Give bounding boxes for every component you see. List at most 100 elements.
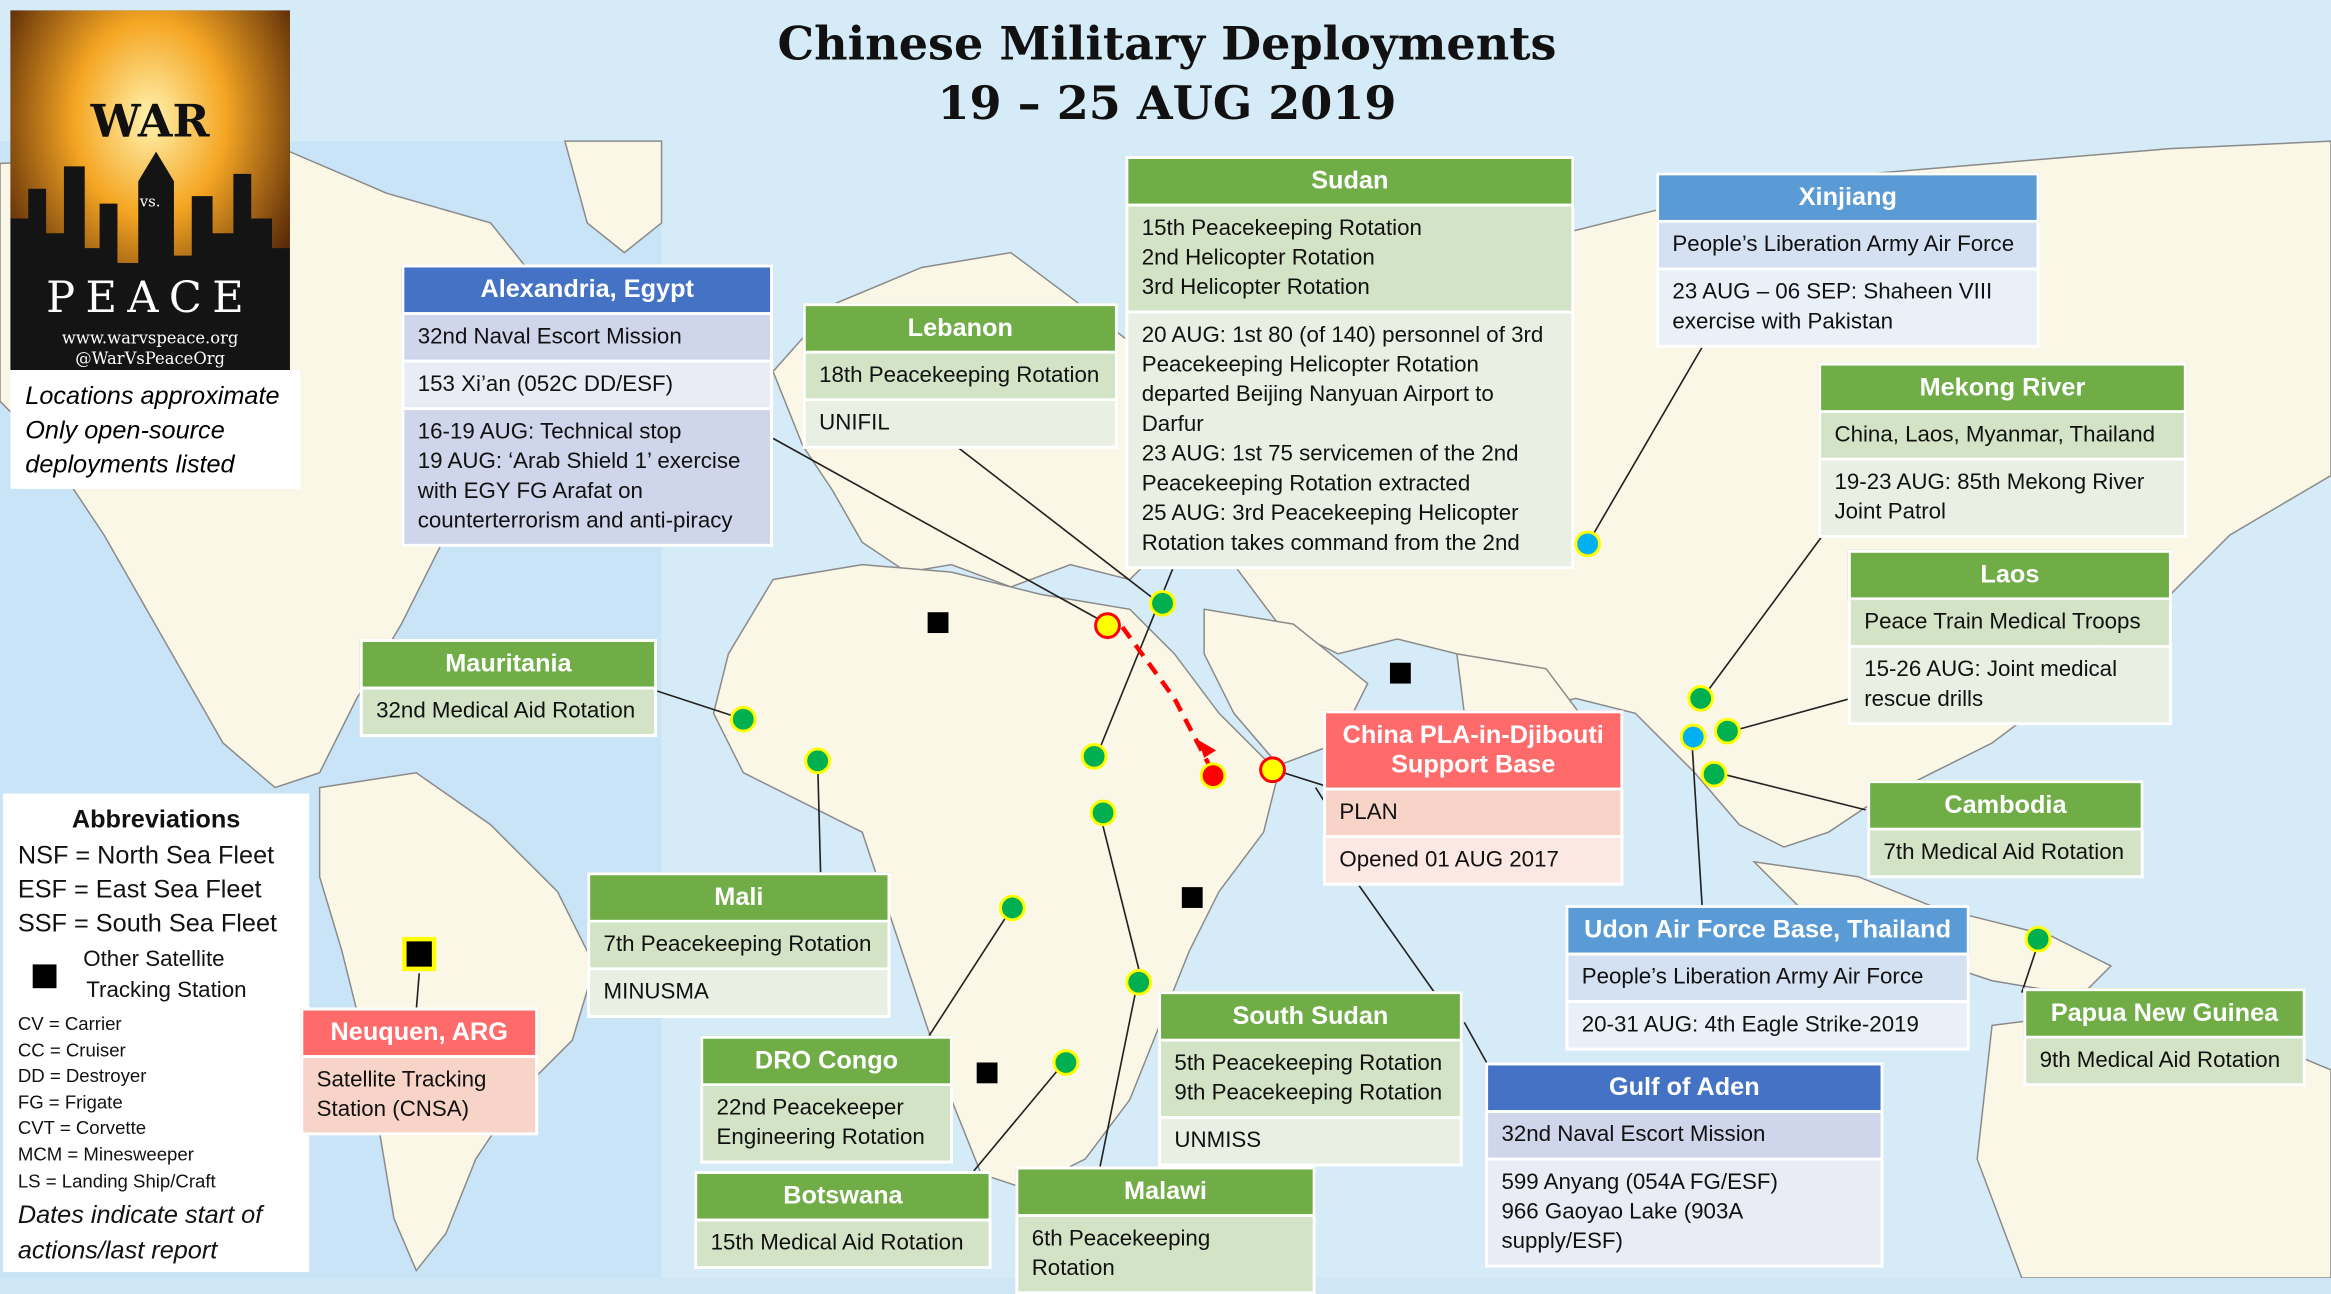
callout-title: Lebanon <box>802 303 1118 354</box>
abbr-cc: CC = Cruiser <box>17 1039 126 1061</box>
callout-row: 15th Peacekeeping Rotation 2nd Helicopte… <box>1125 206 1575 314</box>
callout-row: 23 AUG – 06 SEP: Shaheen VIII exercise w… <box>1656 270 2040 348</box>
callout-row: 32nd Medical Aid Rotation <box>359 689 658 738</box>
callout-row: China, Laos, Myanmar, Thailand <box>1818 413 2187 461</box>
callout-line: 19-23 AUG: 85th Mekong River <box>1834 469 2145 495</box>
marker-mekong <box>1687 685 1715 712</box>
callout-line: departed Beijing Nanyuan Airport to <box>1141 381 1494 408</box>
callout-south-sudan: South Sudan 5th Peacekeeping Rotation 9t… <box>1158 991 1463 1167</box>
callout-djibouti-base: China PLA-in-Djibouti Support Base PLAN … <box>1323 710 1624 886</box>
callout-xinjiang: Xinjiang People’s Liberation Army Air Fo… <box>1656 172 2040 348</box>
callout-title: Mauritania <box>359 638 658 690</box>
callout-papua-new-guinea: Papua New Guinea 9th Medical Aid Rotatio… <box>2023 988 2306 1087</box>
callout-row: 19-23 AUG: 85th Mekong River Joint Patro… <box>1818 460 2187 538</box>
callout-neuquen-arg: Neuquen, ARG Satellite Tracking Station … <box>300 1007 539 1136</box>
callout-laos: Laos Peace Train Medical Troops 15-26 AU… <box>1847 549 2172 726</box>
marker-lebanon <box>1149 589 1176 617</box>
callout-row: 9th Medical Aid Rotation <box>2023 1038 2306 1087</box>
abbreviations-legend: Abbreviations NSF = North Sea Fleet ESF … <box>2 793 310 1273</box>
callout-sudan: Sudan 15th Peacekeeping Rotation 2nd Hel… <box>1125 156 1575 570</box>
callout-row: 20 AUG: 1st 80 (of 140) personnel of 3rd… <box>1125 313 1575 570</box>
abbr-cv: CV = Carrier <box>17 1013 122 1035</box>
abbr-dates-1: Dates indicate start of <box>17 1200 263 1230</box>
callout-line: Station (CNSA) <box>316 1096 470 1122</box>
callout-line: 16-19 AUG: Technical stop <box>417 419 682 445</box>
marker-sudan <box>1080 742 1108 770</box>
marker-botswana <box>1052 1049 1080 1076</box>
callout-row: UNIFIL <box>802 401 1118 449</box>
abbr-dd: DD = Destroyer <box>17 1065 147 1087</box>
callout-title: Xinjiang <box>1656 172 2040 223</box>
callout-row: Opened 01 AUG 2017 <box>1323 838 1624 886</box>
callout-row: 5th Peacekeeping Rotation 9th Peacekeepi… <box>1158 1041 1463 1119</box>
satellite-station-algeria <box>927 612 949 634</box>
callout-line: 23 AUG: 1st 75 servicemen of the 2nd <box>1141 441 1519 467</box>
callout-row: 6th Peacekeeping Rotation <box>1015 1217 1316 1294</box>
callout-botswana: Botswana 15th Medical Aid Rotation <box>694 1170 992 1270</box>
satellite-station-namibia <box>976 1062 998 1084</box>
note-line: Locations approximate <box>25 381 280 411</box>
marker-alexandria <box>1094 612 1121 639</box>
logo-url: www.warvspeace.org <box>61 328 239 348</box>
callout-row: 7th Medical Aid Rotation <box>1867 830 2144 879</box>
marker-neuquen <box>402 936 437 972</box>
marker-xinjiang <box>1574 530 1602 558</box>
callout-dro-congo: DRO Congo 22nd Peacekeeper Engineering R… <box>700 1035 953 1164</box>
callout-line: Satellite Tracking <box>316 1066 487 1093</box>
callout-malawi: Malawi 6th Peacekeeping Rotation <box>1015 1166 1316 1294</box>
callout-title: Papua New Guinea <box>2023 988 2306 1039</box>
callout-line: 966 Gaoyao Lake (903A supply/ESF) <box>1501 1199 1742 1255</box>
callout-title: Mekong River <box>1818 362 2187 414</box>
callout-row: 32nd Naval Escort Mission <box>1485 1113 1884 1161</box>
abbr-nsf: NSF = North Sea Fleet <box>17 841 275 870</box>
abbr-station-1: Other Satellite <box>83 946 225 972</box>
callout-mekong-river: Mekong River China, Laos, Myanmar, Thail… <box>1818 362 2187 538</box>
callout-line: Joint Patrol <box>1834 499 1947 525</box>
callout-line: 15-26 AUG: Joint medical <box>1864 656 2118 683</box>
callout-line: 3rd Helicopter Rotation <box>1141 274 1370 301</box>
abbr-esf: ESF = East Sea Fleet <box>17 875 262 904</box>
marker-cambodia <box>1700 760 1728 788</box>
callout-title: China PLA-in-Djibouti Support Base <box>1323 710 1624 791</box>
callout-line: 19 AUG: ‘Arab Shield 1’ exercise <box>417 448 741 475</box>
title-line-2: 19 – 25 AUG 2019 <box>937 77 1397 131</box>
abbr-station-2: Tracking Station <box>86 977 247 1004</box>
note-line: deployments listed <box>25 450 235 479</box>
marker-laos <box>1714 717 1741 745</box>
callout-row: Peace Train Medical Troops <box>1847 600 2172 648</box>
callout-line: Rotation takes command from the 2nd <box>1141 530 1520 556</box>
callout-udon-air-base: Udon Air Force Base, Thailand People’s L… <box>1565 904 1970 1051</box>
callout-row: People’s Liberation Army Air Force <box>1565 955 1970 1004</box>
callout-title: Sudan <box>1125 156 1575 207</box>
callout-alexandria-egypt: Alexandria, Egypt 32nd Naval Escort Miss… <box>401 264 774 547</box>
callout-lebanon: Lebanon 18th Peacekeeping Rotation UNIFI… <box>802 303 1118 449</box>
callout-row: 20-31 AUG: 4th Eagle Strike-2019 <box>1565 1003 1970 1051</box>
callout-row: PLAN <box>1323 790 1624 839</box>
logo-peace: PEACE <box>46 271 255 323</box>
callout-row: UNMISS <box>1158 1118 1463 1167</box>
abbr-cvt: CVT = Corvette <box>17 1118 147 1139</box>
marker-malawi <box>1125 968 1153 996</box>
callout-line: 2nd Helicopter Rotation <box>1141 245 1375 271</box>
callout-line: 20 AUG: 1st 80 (of 140) personnel of 3rd <box>1141 322 1544 348</box>
callout-row: MINUSMA <box>587 970 891 1018</box>
callout-title: Alexandria, Egypt <box>401 264 774 316</box>
callout-row: 22nd Peacekeeper Engineering Rotation <box>700 1086 953 1164</box>
satellite-station-kenya <box>1181 887 1203 908</box>
callout-row: Satellite Tracking Station (CNSA) <box>300 1058 539 1136</box>
abbr-ssf: SSF = South Sea Fleet <box>17 909 278 938</box>
callout-row: People’s Liberation Army Air Force <box>1656 222 2040 271</box>
callout-row: 7th Peacekeeping Rotation <box>587 922 891 971</box>
callout-mali: Mali 7th Peacekeeping Rotation MINUSMA <box>587 872 891 1018</box>
callout-line: 9th Peacekeeping Rotation <box>1174 1080 1443 1106</box>
logo-art <box>10 10 290 371</box>
callout-line: 15th Peacekeeping Rotation <box>1141 215 1422 241</box>
callout-title: Malawi <box>1015 1166 1316 1218</box>
callout-title: Mali <box>587 872 891 923</box>
callout-line: Darfur <box>1141 411 1204 437</box>
callout-title: Gulf of Aden <box>1485 1062 1884 1114</box>
callout-line: 22nd Peacekeeper <box>716 1095 904 1121</box>
callout-line: Peacekeeping Rotation extracted <box>1141 471 1471 497</box>
logo-vs: vs. <box>139 194 161 212</box>
